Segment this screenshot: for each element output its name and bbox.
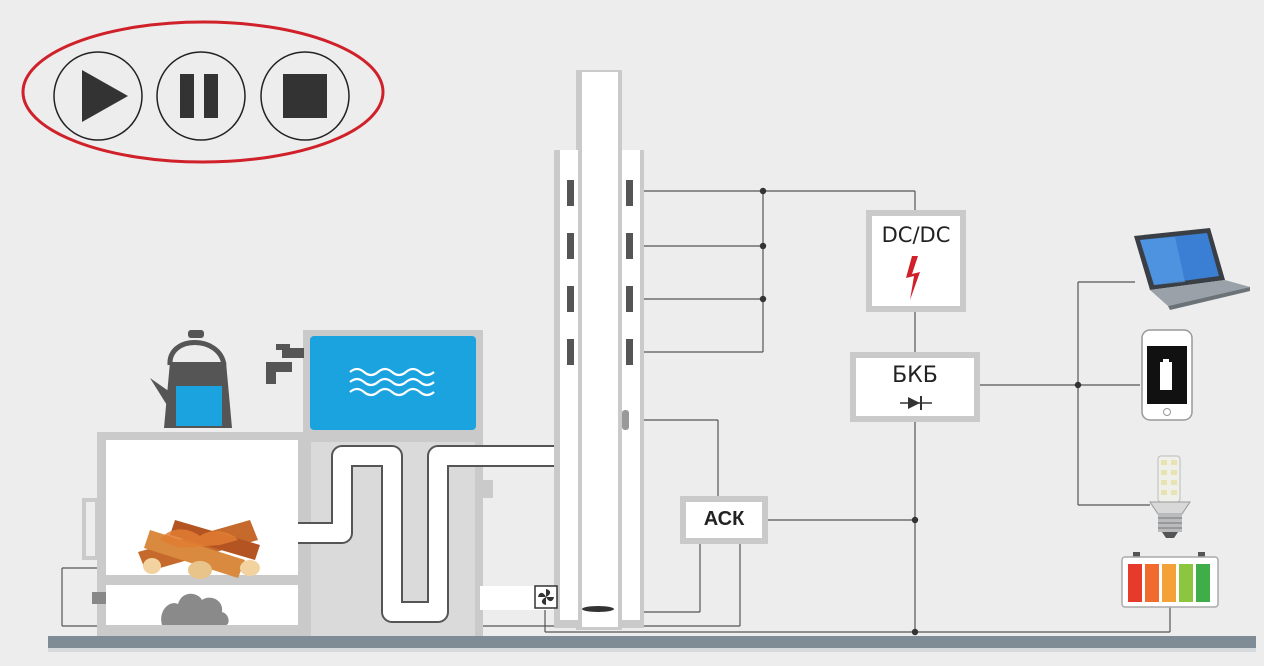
- playback-controls: [21, 20, 385, 164]
- play-button[interactable]: [53, 51, 143, 141]
- fan-icon: [534, 585, 558, 609]
- lightning-icon: [906, 256, 920, 300]
- laptop-icon: [1134, 228, 1250, 310]
- faucet-icon: [266, 344, 304, 384]
- wire-junctions: [759, 187, 1082, 636]
- stop-button[interactable]: [260, 51, 350, 141]
- ack-module: [680, 496, 768, 544]
- temperature-sensor: [622, 410, 629, 430]
- chimney-icon: [554, 70, 644, 630]
- stop-icon: [283, 74, 327, 118]
- pause-icon: [180, 74, 218, 118]
- diode-icon: [900, 396, 932, 410]
- led-bulb-icon: [1149, 455, 1191, 538]
- wiring: [61, 190, 1171, 633]
- pause-button[interactable]: [156, 51, 246, 141]
- stove: [82, 432, 307, 636]
- battery-icon: [1121, 552, 1219, 608]
- controls-highlight: [21, 20, 385, 164]
- flue-pipes: [298, 445, 560, 623]
- dcdc-module: [866, 210, 966, 312]
- bkb-module: [850, 352, 980, 422]
- ash-icon: [161, 593, 229, 625]
- stove-door-handle: [82, 498, 99, 560]
- floor-shadow: [48, 648, 1256, 652]
- damper-icon: [582, 606, 614, 612]
- water-waves-icon: [349, 367, 435, 397]
- kettle-icon: [150, 330, 232, 428]
- smartphone-icon: [1141, 329, 1193, 421]
- play-icon: [82, 70, 128, 122]
- floor: [48, 636, 1256, 648]
- fire-logs-icon: [138, 520, 260, 579]
